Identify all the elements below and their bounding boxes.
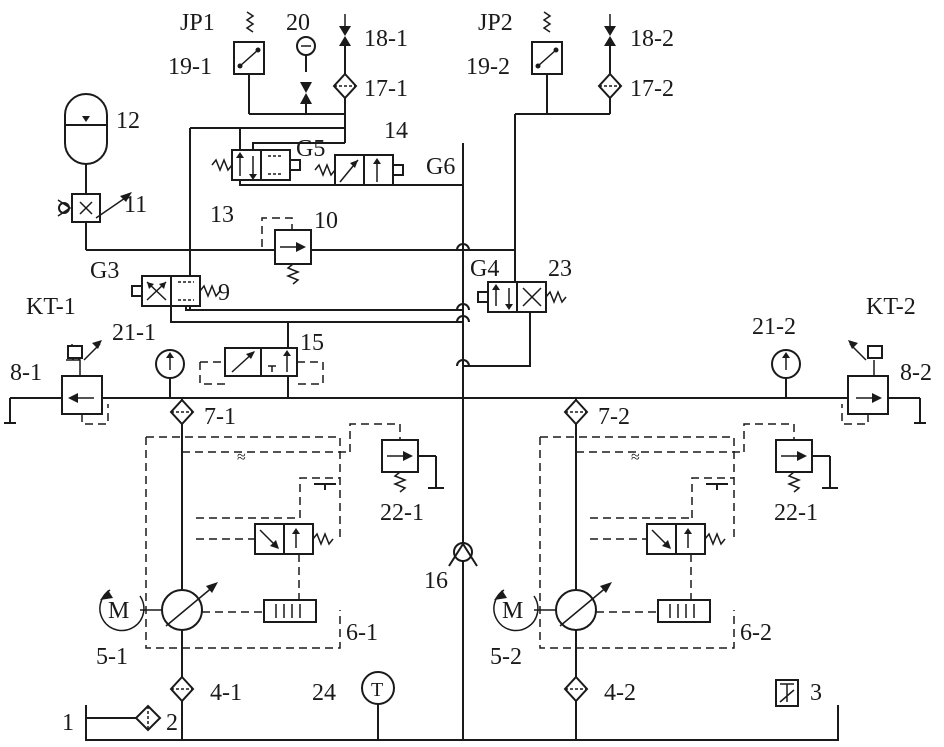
relief-valve-10 <box>261 217 312 285</box>
switch-contact-icon <box>239 49 259 67</box>
label-17-1: 17-1 <box>364 76 408 102</box>
needle-valve-icon <box>300 82 312 104</box>
label-22-1-right: 22-1 <box>774 500 818 526</box>
needle-valve-icon <box>339 26 351 46</box>
needle-valve-icon <box>604 26 616 46</box>
label-g4: G4 <box>470 256 499 282</box>
directional-valve-icon <box>61 375 103 415</box>
label-24: 24 <box>312 680 336 706</box>
label-19-1: 19-1 <box>168 54 212 80</box>
label-16: 16 <box>424 568 448 594</box>
label-6-1: 6-1 <box>346 620 378 646</box>
gauge-21-1 <box>155 349 185 398</box>
label-21-2: 21-2 <box>752 314 796 340</box>
label-13: 13 <box>210 202 234 228</box>
thermometer-t: T <box>371 679 383 701</box>
label-jp2: JP2 <box>478 10 513 36</box>
label-kt-2: KT-2 <box>866 294 916 320</box>
label-9: 9 <box>218 280 230 306</box>
valve-14-group <box>189 127 463 310</box>
valve-8-1 <box>61 340 109 425</box>
right-drain <box>914 398 926 424</box>
directional-valve-icon <box>847 375 889 415</box>
power-unit-right: ≈ M <box>493 398 838 740</box>
spring-icon <box>314 162 336 178</box>
label-11: 11 <box>124 192 147 218</box>
motor-label-1: M <box>108 598 129 624</box>
label-12: 12 <box>116 108 140 134</box>
left-drain <box>4 398 16 424</box>
spring-icon <box>545 289 567 305</box>
label-1: 1 <box>62 710 74 736</box>
label-3: 3 <box>810 680 822 706</box>
label-5-2: 5-2 <box>490 644 522 670</box>
valve-23-group <box>463 250 567 367</box>
label-kt-1: KT-1 <box>26 294 76 320</box>
label-7-2: 7-2 <box>598 404 630 430</box>
valve-15-group <box>199 322 324 398</box>
label-4-1: 4-1 <box>210 680 242 706</box>
check-valve-16 <box>448 542 478 567</box>
label-8-1: 8-1 <box>10 360 42 386</box>
label-15: 15 <box>300 330 324 356</box>
svg-text:≈: ≈ <box>237 449 246 466</box>
label-21-1: 21-1 <box>112 320 156 346</box>
jp2-group <box>514 11 623 250</box>
accumulator-icon <box>64 93 108 165</box>
label-g6: G6 <box>426 154 455 180</box>
power-unit-left: ≈ M <box>99 398 444 740</box>
label-18-2: 18-2 <box>630 26 674 52</box>
label-19-2: 19-2 <box>466 54 510 80</box>
spring-icon <box>542 11 552 33</box>
solenoid-icon <box>263 599 317 623</box>
label-g3: G3 <box>90 258 119 284</box>
label-5-1: 5-1 <box>96 644 128 670</box>
label-14: 14 <box>384 118 408 144</box>
svg-text:≈: ≈ <box>631 449 640 466</box>
motor-label-2: M <box>502 598 523 624</box>
label-4-2: 4-2 <box>604 680 636 706</box>
label-jp1: JP1 <box>180 10 215 36</box>
label-2: 2 <box>166 710 178 736</box>
gauge-21-2 <box>771 349 801 398</box>
spring-icon <box>199 283 221 299</box>
level-switch-3 <box>775 679 799 707</box>
label-23: 23 <box>548 256 572 282</box>
thermometer-24: T <box>361 671 395 740</box>
component-labels: JP1 20 18-1 JP2 18-2 19-1 19-2 17-1 17-2… <box>10 10 932 736</box>
label-7-1: 7-1 <box>204 404 236 430</box>
solenoid-icon <box>657 599 711 623</box>
label-8-2: 8-2 <box>900 360 932 386</box>
label-g5: G5 <box>296 136 325 162</box>
spring-icon <box>211 157 233 173</box>
tank-filter-2 <box>86 704 162 732</box>
label-10: 10 <box>314 208 338 234</box>
spring-icon <box>312 531 334 547</box>
line-crossovers <box>456 243 470 367</box>
label-6-2: 6-2 <box>740 620 772 646</box>
label-17-2: 17-2 <box>630 76 674 102</box>
label-22-1-left: 22-1 <box>380 500 424 526</box>
label-18-1: 18-1 <box>364 26 408 52</box>
label-20: 20 <box>286 10 310 36</box>
valve-8-2 <box>841 340 889 425</box>
spring-icon <box>704 531 726 547</box>
spring-icon <box>245 11 255 33</box>
valve-9-group <box>131 275 463 323</box>
